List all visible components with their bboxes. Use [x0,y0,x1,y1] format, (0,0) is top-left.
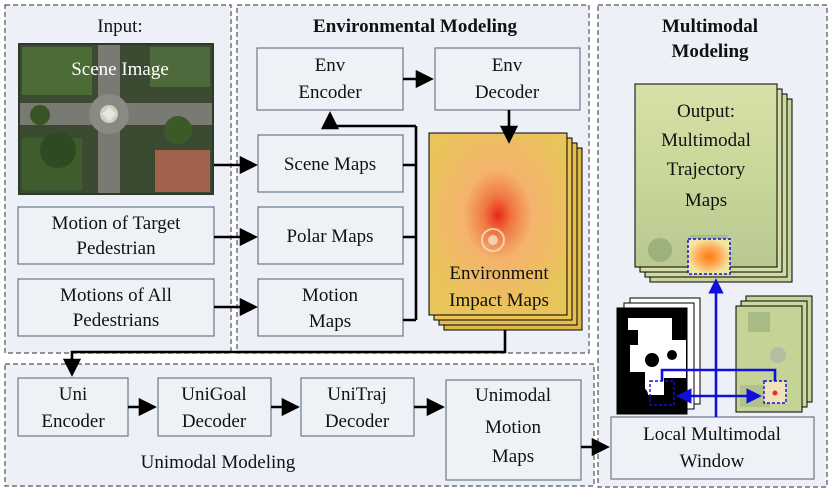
input-title: Input: [97,16,142,37]
uni-encoder-line2: Encoder [41,411,105,432]
uni-encoder-box [17,377,129,437]
binary-mask-stack [616,297,701,415]
impact-maps-line1: Environment [449,263,549,284]
unimodal-maps-line2: Motion [485,417,541,438]
unigoal-decoder-line1: UniGoal [181,384,246,405]
env-encoder-box [256,47,404,111]
local-window-line1: Local Multimodal [643,424,781,445]
scene-image-label: Scene Image [71,59,169,80]
output-maps-line4: Maps [685,190,727,211]
env-encoder-line2: Encoder [298,82,362,103]
motions-all-line2: Pedestrians [73,310,160,331]
arrow-impact-to-uni-encoder [62,330,507,377]
motion-maps-line2: Maps [309,311,351,332]
motion-target-line1: Motion of Target [52,213,182,234]
arrow-to-env-encoder [320,111,416,130]
scene-image [18,43,214,195]
scene-maps-box [257,134,404,193]
polar-maps-box [257,206,404,265]
unitraj-decoder-line2: Decoder [325,411,390,432]
output-maps-line2: Multimodal [661,130,751,151]
motion-maps-line1: Motion [302,285,358,306]
small-map-stack [735,295,813,413]
unitraj-decoder-line1: UniTraj [327,384,386,405]
unimodal-maps-line1: Unimodal [475,385,551,406]
blue-link-mask [660,368,718,396]
unimodal-motion-maps-box [445,379,582,481]
env-decoder-box [434,47,581,111]
env-encoder-line1: Env [315,55,346,76]
motions-all-line1: Motions of All [60,285,172,306]
env-decoder-line1: Env [492,55,523,76]
impact-maps-line2: Impact Maps [449,290,549,311]
blue-link-small-map [716,368,777,381]
motion-target-line2: Pedestrian [76,238,156,259]
impact-heatmap [428,132,568,316]
motion-maps-box [257,278,404,337]
unigoal-decoder-line2: Decoder [182,411,247,432]
unimodal-maps-line3: Maps [492,446,534,467]
multimodal-title-line1: Multimodal [662,16,758,37]
merge-line [403,126,418,322]
env-modeling-title: Environmental Modeling [313,16,517,37]
unimodal-title: Unimodal Modeling [141,452,296,473]
polar-maps-label: Polar Maps [286,226,373,247]
motions-all-box [17,278,215,337]
output-maps-line3: Trajectory [667,159,746,180]
output-maps-line1: Output: [677,101,735,122]
motion-target-box [17,206,215,265]
scene-maps-label: Scene Maps [284,154,376,175]
uni-encoder-line1: Uni [59,384,88,405]
local-window-line2: Window [680,451,745,472]
local-multimodal-window-box [610,416,815,480]
env-decoder-line2: Decoder [475,82,540,103]
environment-impact-maps-stack [428,132,583,331]
unitraj-decoder-box [300,377,415,437]
multimodal-title-line2: Modeling [671,41,749,62]
output-window-highlight [687,238,731,275]
